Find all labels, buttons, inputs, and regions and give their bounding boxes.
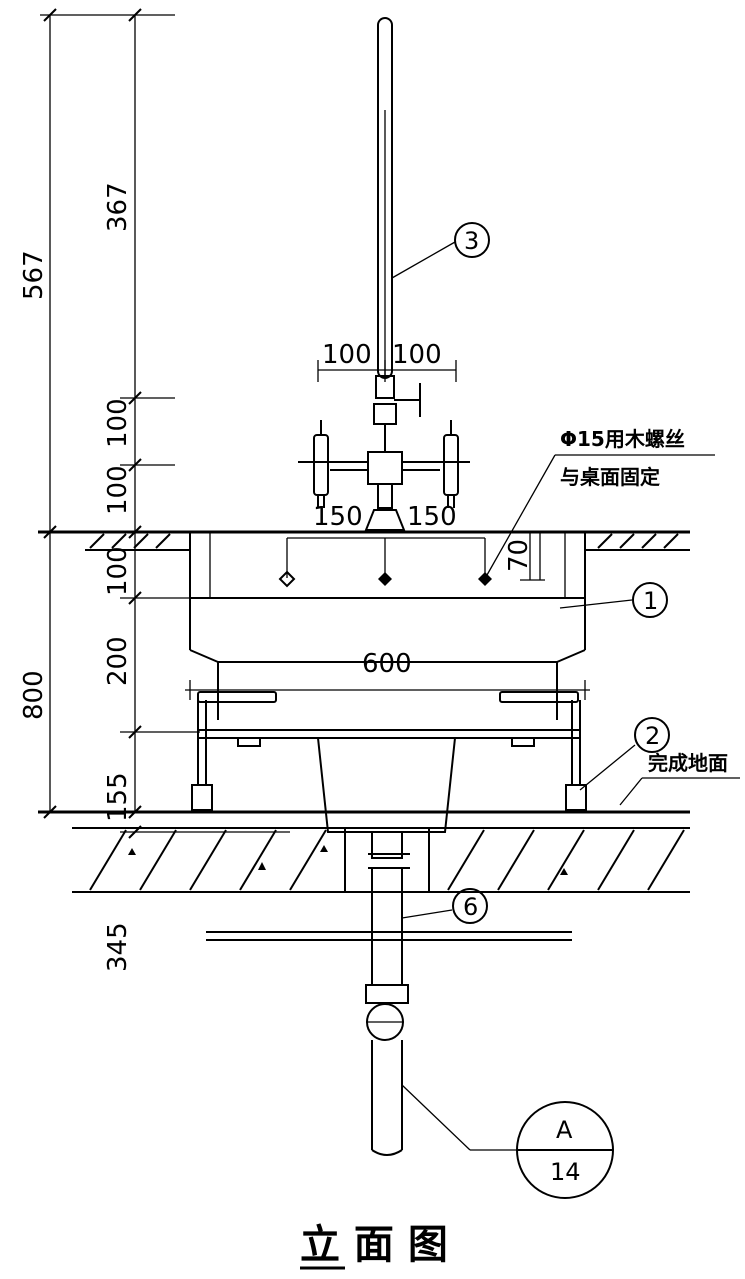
drawing-title: 立 面 图 [300, 1221, 448, 1268]
callout-6-circle [452, 888, 488, 924]
faucet [298, 17, 470, 531]
dim-600-line [185, 680, 590, 700]
note-screw-line2: 与桌面固定 [560, 465, 660, 489]
counter-top [38, 530, 690, 551]
sink-basin [189, 532, 586, 720]
floor-leader [619, 777, 643, 806]
dim-155: 155 [103, 772, 133, 822]
dimension-lines [38, 8, 290, 839]
callout-2-circle [634, 717, 670, 753]
floor-slab [38, 810, 690, 893]
callout-3-circle [454, 222, 490, 258]
dim-367: 367 [103, 182, 133, 232]
callout-3-label: 3 [464, 227, 479, 255]
bowl-and-drain [317, 737, 456, 1156]
dim-150-right: 150 [407, 502, 457, 532]
callout-6-label: 6 [463, 893, 478, 921]
note-screw-line1: Φ15用木螺丝 [560, 427, 685, 451]
dim-200: 200 [103, 636, 133, 686]
dim-70: 70 [504, 539, 534, 572]
dim-567: 567 [19, 250, 49, 300]
dim-150-left: 150 [313, 502, 363, 532]
detail-ref-bottom: 14 [550, 1158, 581, 1186]
dim-100-basin: 100 [103, 546, 133, 596]
callout-1-circle [632, 582, 668, 618]
callout-1-label: 1 [643, 587, 658, 615]
dim-100-upper: 100 [103, 398, 133, 448]
dim-100-faucet-left: 100 [322, 340, 372, 370]
callout-2-label: 2 [645, 722, 660, 750]
dim-800: 800 [19, 670, 49, 720]
detail-leader [401, 1084, 471, 1151]
detail-ref-top: A [556, 1116, 573, 1144]
dim-100-faucet-right: 100 [392, 340, 442, 370]
screw-leader [486, 454, 556, 576]
note-finished-floor: 完成地面 [648, 751, 728, 775]
dim-faucet-top [317, 360, 457, 382]
dim-100-lower: 100 [103, 465, 133, 515]
dim-600: 600 [362, 649, 412, 679]
dim-345: 345 [103, 922, 133, 972]
support-frame [191, 691, 587, 941]
